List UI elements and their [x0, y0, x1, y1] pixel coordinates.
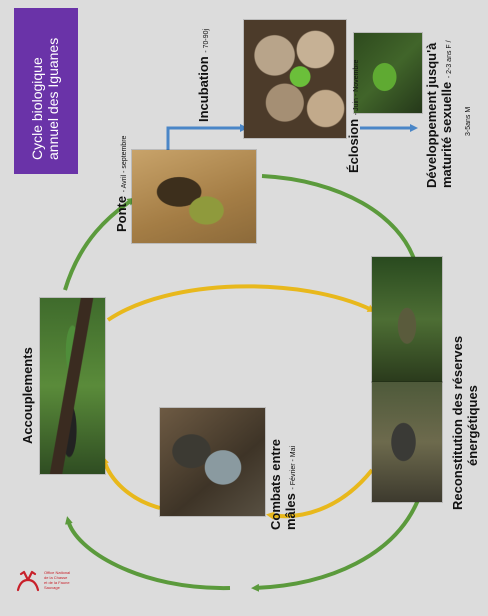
label-reconstitution: Reconstitution des réserves énergétiques [450, 336, 480, 510]
photo-ponte-nest [132, 150, 256, 243]
reconstitution-line-2: énergétiques [465, 385, 480, 466]
logo-line-1: Office National [44, 570, 71, 575]
eclosion-period: - Juin - Novembre [353, 59, 360, 116]
label-incubation: Incubation - 70-90j [196, 29, 214, 122]
cycle-arc-ponte-to-reconstitution [261, 174, 418, 266]
combats-line-1: Combats entre [268, 438, 283, 530]
blue-arrow-ponte-to-incubation [166, 124, 248, 150]
diagram-title-box: Cycle biologique annuel des Iguanes [14, 8, 78, 174]
combats-period: - Février - Mai [290, 445, 297, 490]
photo-reconstitution-top [372, 257, 442, 382]
accouplements-label: Accouplements [20, 347, 35, 444]
photo-eclosion-hatchling [354, 33, 422, 113]
cycle-arc-reconstitution-to-combats [251, 499, 420, 592]
reconstitution-line-1: Reconstitution des réserves [450, 335, 465, 510]
photo-accouplements [40, 298, 105, 474]
ponte-label: Ponte [114, 195, 129, 232]
title-line-1: Cycle biologique [29, 57, 45, 160]
yellow-arrow-reconstitution-to-combats [266, 468, 374, 520]
developpement-period-2: 3-5ans M [465, 106, 472, 136]
developpement-line-1: Développement jusqu'à [424, 42, 439, 188]
developpement-line-2: maturité sexuelle [439, 81, 454, 188]
yellow-arrow-accouplements-to-reconstitution [106, 284, 376, 322]
eclosion-label: Éclosion [346, 118, 361, 173]
cycle-arc-accouplements-to-ponte [63, 197, 136, 291]
label-accouplements: Accouplements [20, 347, 35, 444]
yellow-arrow-combats-to-accouplements [101, 456, 161, 510]
diagram-title: Cycle biologique annuel des Iguanes [29, 38, 61, 160]
ponte-period: - Avril - septembre [121, 135, 128, 193]
combats-line-2: mâles [283, 493, 298, 530]
cycle-arc-combats-to-accouplements [65, 516, 231, 591]
stag-logo-icon [16, 570, 40, 592]
photo-incubation-eggs [244, 20, 346, 138]
photo-combats [160, 408, 265, 516]
label-combats: Combats entre mâles - Février - Mai [268, 439, 301, 530]
label-developpement: Développement jusqu'à maturité sexuelle … [424, 40, 457, 188]
developpement-period: - 2-3 ans F / [446, 40, 453, 79]
photo-reconstitution-bottom [372, 382, 442, 502]
incubation-label: Incubation [196, 56, 211, 122]
logo-line-2: de la Chasse [44, 575, 68, 580]
oncfs-logo: Office National de la Chasse et de la Fa… [14, 560, 74, 600]
logo-line-3: et de la Faune Sauvage [44, 580, 70, 590]
label-ponte: Ponte - Avril - septembre [114, 136, 132, 232]
label-eclosion: Éclosion - Juin - Novembre [346, 60, 364, 173]
title-line-2: annuel des Iguanes [45, 37, 61, 160]
incubation-period: - 70-90j [203, 28, 210, 53]
label-developpement-period-2: 3-5ans M [458, 107, 476, 136]
